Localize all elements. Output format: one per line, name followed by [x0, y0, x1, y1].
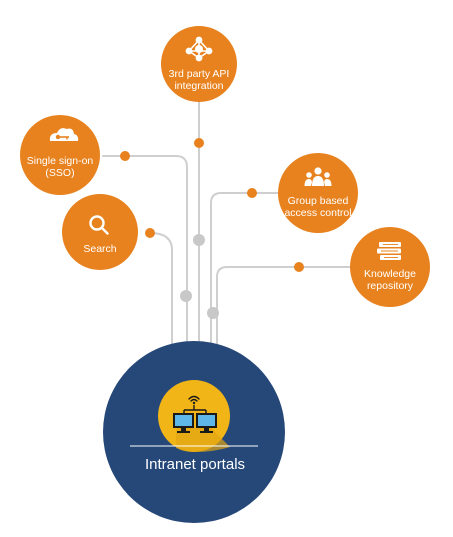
- node-group: [278, 153, 358, 233]
- node-group-circle: [278, 153, 358, 233]
- node-api-label: 3rd party API integration: [169, 68, 230, 92]
- node-group-label-line1: Group based: [287, 195, 349, 207]
- node-api-circle: [161, 26, 237, 102]
- node-sso: [20, 115, 100, 195]
- node-api-label-line2: integration: [174, 80, 224, 92]
- hub: [103, 341, 285, 523]
- node-sso-circle: [20, 115, 100, 195]
- node-group-label-line2: access control: [284, 207, 352, 219]
- molecule-network-icon: [185, 36, 213, 62]
- endpoint-dot-knowledge: [294, 262, 304, 272]
- stacked-books-icon: [377, 242, 401, 260]
- node-sso-label-line2: (SSO): [45, 167, 75, 179]
- node-sso-label-line1: Single sign-on: [26, 155, 94, 167]
- search-icon: [89, 215, 109, 235]
- connector-sso: [102, 155, 188, 346]
- connector-group: [210, 192, 279, 346]
- endpoint-dots: [120, 138, 304, 272]
- junction-dot-sso: [180, 290, 192, 302]
- node-knowledge: [350, 227, 430, 307]
- node-knowledge-circle: [350, 227, 430, 307]
- junction-dot-knowledge: [207, 307, 219, 319]
- endpoint-dot-api: [194, 138, 204, 148]
- junction-dot-api: [193, 234, 205, 246]
- node-knowledge-label-line2: repository: [366, 280, 414, 292]
- node-search-label: Search: [83, 243, 116, 255]
- node-api: [161, 26, 237, 102]
- node-sso-label: Single sign-on (SSO): [27, 155, 94, 179]
- node-search-circle: [62, 194, 138, 270]
- endpoint-dot-search: [145, 228, 155, 238]
- connector-search: [149, 232, 173, 346]
- node-knowledge-label: Knowledge repository: [364, 268, 416, 292]
- node-group-label: Group based access control: [284, 195, 351, 219]
- junction-dots: [180, 234, 219, 319]
- network-computers-icon: [173, 395, 217, 433]
- hub-label: Intranet portals: [144, 456, 246, 473]
- connector-knowledge: [216, 266, 353, 346]
- users-group-icon: [304, 167, 332, 186]
- node-knowledge-label-line1: Knowledge: [364, 268, 416, 280]
- endpoint-dot-sso: [120, 151, 130, 161]
- cloud-key-icon: [49, 128, 79, 141]
- endpoint-dot-group: [247, 188, 257, 198]
- node-search-label-line1: Search: [83, 243, 117, 255]
- node-search: [62, 194, 138, 270]
- node-api-label-line1: 3rd party API: [168, 68, 230, 80]
